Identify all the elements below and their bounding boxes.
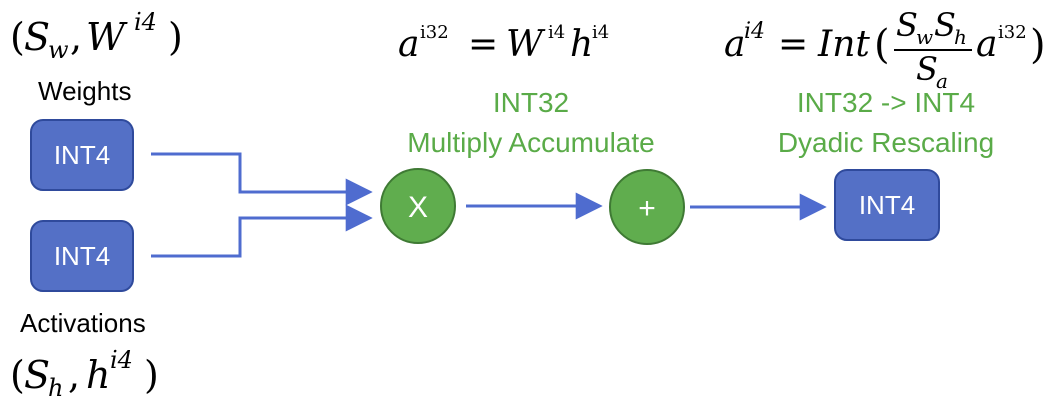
rescale-formula: a i4 = Int ( S w S h S a a i32 ) [724,6,1046,93]
scale-symbol: S [24,15,50,59]
output-scale-symbol: S [916,50,938,88]
output-symbol: a [398,24,419,65]
activations-box-label: INT4 [54,241,110,271]
output-scale-subscript: a [936,69,948,93]
mac-operation-label: Multiply Accumulate [407,127,654,158]
weight-superscript: i4 [134,8,157,36]
activations-scale-tuple: ( S h , h i4 ) [10,346,159,400]
multiply-node: X [380,168,456,244]
weights-label: Weights [38,76,131,106]
paren-close: ) [168,15,183,59]
mac-precision-label: INT32 [493,87,569,118]
weights-int4-box: INT4 [30,119,134,191]
activations-int4-box: INT4 [30,220,134,292]
add-symbol: + [638,192,656,225]
rescale-operation-label: Dyadic Rescaling [778,127,994,158]
comma: , [68,353,80,397]
rescale-precision-label: INT32 -> INT4 [797,87,975,118]
weight-scale-symbol: S [896,6,918,44]
activations-to-multiply-arrow [151,204,373,258]
accumulator-symbol: a [976,24,997,65]
output-int4-box: INT4 [834,169,940,241]
weights-to-multiply-arrow [151,152,373,206]
scale-subscript: w [48,36,69,64]
weights-box-label: INT4 [54,140,110,170]
equals-sign: = [778,24,808,65]
paren-close: ) [144,353,159,397]
activation-symbol: h [86,353,110,397]
accumulator-superscript: i32 [998,22,1027,43]
add-node: + [609,169,685,245]
comma: , [70,15,82,59]
activation-superscript: i4 [110,346,133,374]
weight-superscript: i4 [548,22,565,43]
scale-subscript: h [48,374,63,400]
multiply-symbol: X [408,191,428,224]
weight-symbol: W [506,24,546,65]
output-symbol: a [724,24,745,65]
activation-superscript: i4 [592,22,609,43]
paren-open: ( [10,15,25,59]
activation-scale-subscript: h [954,25,967,49]
weights-scale-tuple: ( S w , W i4 ) [10,8,183,64]
activation-symbol: h [570,24,593,65]
weight-scale-subscript: w [916,25,933,49]
weight-symbol: W [86,15,128,59]
output-superscript: i4 [744,19,765,44]
equals-sign: = [468,24,498,65]
paren-close: ) [1030,22,1046,68]
int-function: Int [817,24,870,65]
paren-open: ( [10,353,25,397]
scale-symbol: S [24,353,50,397]
output-box-label: INT4 [859,190,915,220]
activations-label: Activations [20,308,146,338]
mac-formula: a i32 = W i4 h i4 [398,22,609,65]
activation-scale-symbol: S [934,6,956,44]
output-superscript: i32 [420,22,449,43]
paren-open: ( [874,22,890,68]
